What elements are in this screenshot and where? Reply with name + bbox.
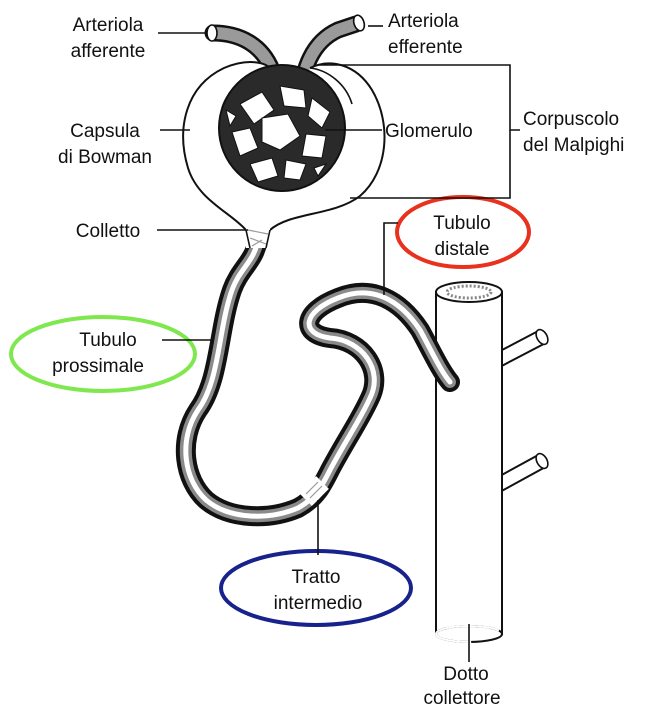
label-colletto: Colletto [76,221,140,242]
highlight-tubulo-prossimale [11,317,195,391]
svg-text:di Bowman: di Bowman [58,147,152,168]
svg-text:collettore: collettore [423,688,500,707]
svg-text:efferente: efferente [388,37,463,58]
label-dotto-collettore: Dotto collettore [423,664,500,707]
svg-text:Capsula: Capsula [70,121,140,142]
label-tubulo-distale: Tubulo distale [433,213,490,260]
label-arteriola-afferente: Arteriola afferente [71,15,146,62]
svg-text:Tubulo: Tubulo [433,213,490,234]
svg-text:Tubulo: Tubulo [79,330,136,351]
svg-text:Tratto: Tratto [292,567,341,588]
svg-text:Dotto: Dotto [443,664,488,685]
svg-text:del Malpighi: del Malpighi [523,135,624,156]
label-corpuscolo-del-malpighi: Corpuscolo del Malpighi [523,109,624,156]
label-arteriola-efferente: Arteriola efferente [388,11,463,58]
svg-text:Arteriola: Arteriola [388,11,459,32]
collecting-duct [436,282,550,662]
glomerulus [219,65,345,191]
label-tubulo-prossimale: Tubulo prossimale [52,330,144,377]
nephron-tubule [186,228,450,516]
label-capsula-di-bowman: Capsula di Bowman [58,121,152,168]
svg-text:intermedio: intermedio [274,593,363,614]
svg-text:Arteriola: Arteriola [73,15,144,36]
label-tratto-intermedio: Tratto intermedio [274,567,363,614]
svg-text:Corpuscolo: Corpuscolo [523,109,619,130]
svg-text:afferente: afferente [71,41,146,62]
svg-text:distale: distale [435,239,490,260]
label-glomerulo: Glomerulo [385,121,473,142]
svg-text:prossimale: prossimale [52,356,144,377]
